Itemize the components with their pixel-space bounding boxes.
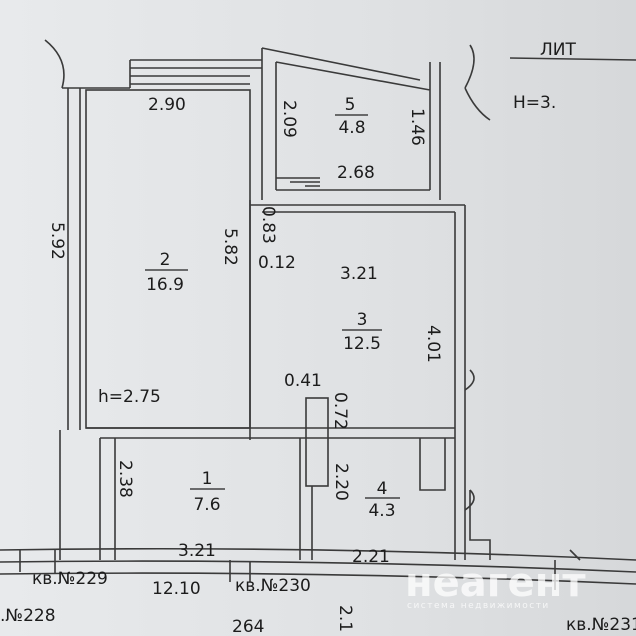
lit-label: ЛИТ <box>540 40 577 60</box>
room-3-area: 12.5 <box>343 334 381 354</box>
watermark-brand: неагент <box>405 560 586 606</box>
dim: 2.68 <box>337 163 375 183</box>
room-2-number: 2 <box>160 250 171 270</box>
apartment-labels: кв.№229 кв.№230 кв.№231 .№228 <box>0 569 636 635</box>
room-5-number: 5 <box>345 95 356 115</box>
dim: 0.72 <box>330 392 350 430</box>
dim: 0.41 <box>284 371 322 391</box>
dim: 2.1 <box>335 605 355 632</box>
apartment-231: кв.№231 <box>566 615 636 635</box>
dim: 2.90 <box>148 95 186 115</box>
watermark: неагент система недвижимости <box>405 560 586 611</box>
title-underline <box>509 57 636 61</box>
dim: 4.01 <box>423 325 443 363</box>
apartment-229: кв.№229 <box>32 569 108 589</box>
dim: 3.21 <box>178 541 216 561</box>
room-labels: 2 16.9 5 4.8 3 12.5 1 7.6 4 4.3 <box>145 95 400 521</box>
dim: 0.83 <box>258 206 278 244</box>
dim: 5.82 <box>220 228 240 266</box>
dim: 3.21 <box>340 264 378 284</box>
apartment-230: кв.№230 <box>235 576 311 596</box>
dim: 2.09 <box>279 100 299 138</box>
ceiling-height: h=2.75 <box>98 387 161 407</box>
dim: 2.20 <box>331 463 351 501</box>
dim: 2.21 <box>352 547 390 567</box>
room-3-number: 3 <box>357 310 368 330</box>
room-1-number: 1 <box>202 469 213 489</box>
room-2-area: 16.9 <box>146 275 184 295</box>
title-block: ЛИТ Н=3. <box>513 40 577 113</box>
watermark-tagline: система недвижимости <box>407 601 550 611</box>
dim: 264 <box>232 617 264 636</box>
dim: 1.46 <box>407 108 427 146</box>
height-label: Н=3. <box>513 93 556 113</box>
room-4-area: 4.3 <box>368 501 395 521</box>
dim: 0.12 <box>258 253 296 273</box>
dim: 12.10 <box>152 579 201 599</box>
dimensions: 2.90 2.09 1.46 2.68 0.83 5.82 0.12 5.92 … <box>47 95 443 636</box>
dim: 5.92 <box>47 222 67 260</box>
room-4-number: 4 <box>377 479 388 499</box>
room-5-area: 4.8 <box>338 118 365 138</box>
room-1-area: 7.6 <box>193 495 220 515</box>
walls <box>0 39 636 590</box>
dim: 2.38 <box>115 460 135 498</box>
apartment-228: .№228 <box>0 606 56 626</box>
